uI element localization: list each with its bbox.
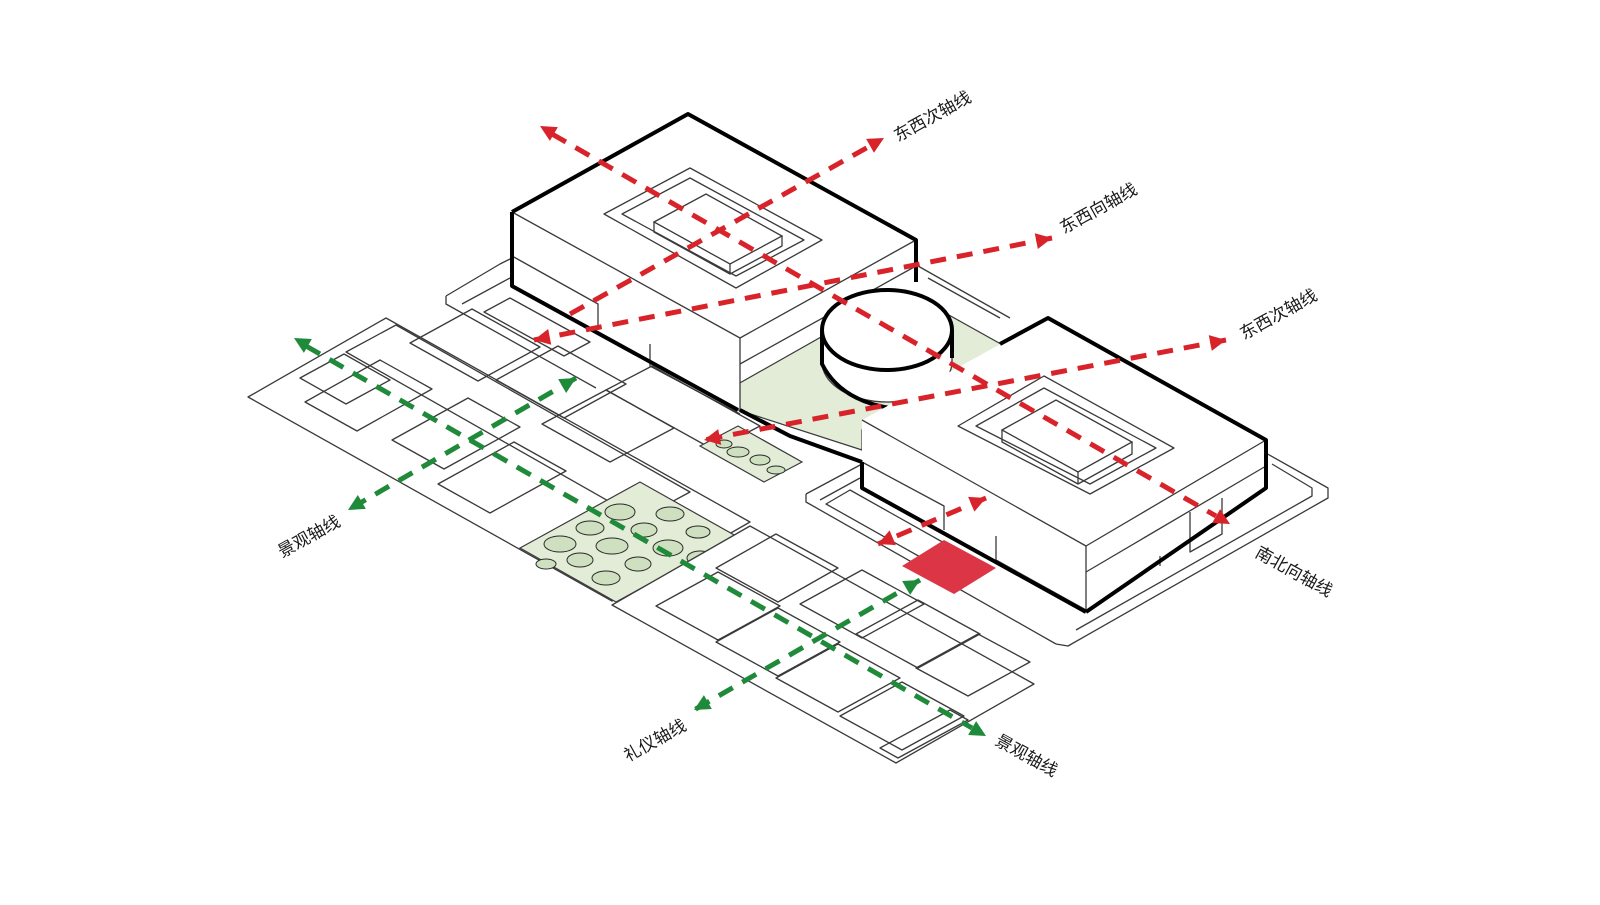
label-ceremonial: 礼仪轴线	[621, 716, 690, 766]
west-garden	[518, 481, 738, 603]
east-building	[739, 316, 1268, 614]
axis-arrows	[294, 126, 1230, 736]
label-landscape-bottom: 景观轴线	[992, 731, 1061, 781]
label-ew-secondary-top: 东西次轴线	[891, 88, 975, 147]
ns-axis	[540, 126, 1230, 524]
landscape-axis-east	[294, 338, 986, 736]
label-ew-main: 东西向轴线	[1057, 180, 1141, 239]
central-rotunda	[820, 288, 954, 410]
label-ns-axis: 南北向轴线	[1252, 543, 1336, 602]
site-base	[445, 255, 1329, 647]
landscape-axis-west	[346, 375, 578, 513]
label-ew-secondary-right: 东西次轴线	[1237, 286, 1321, 345]
ns-axis-entry	[877, 495, 987, 547]
ew-secondary-axis-south	[703, 335, 1227, 445]
ew-main-axis	[533, 233, 1053, 345]
ceremonial-axis	[692, 577, 922, 713]
label-landscape-left: 景观轴线	[275, 512, 344, 562]
main-entrance-square	[902, 540, 996, 594]
